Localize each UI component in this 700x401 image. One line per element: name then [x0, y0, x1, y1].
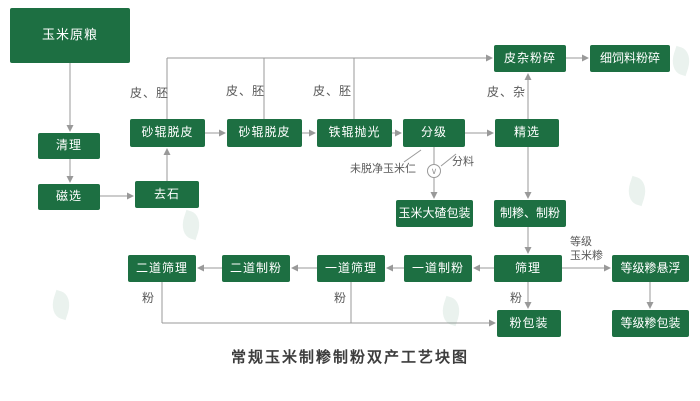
node-sand-roller-peeling-1: 砂辊脱皮: [130, 119, 205, 147]
watermark-icon: [668, 45, 694, 77]
edge-label-unhulled-kernels: 未脱净玉米仁: [350, 163, 416, 175]
watermark-icon: [624, 175, 650, 207]
node-raw-corn: 玉米原粮: [10, 8, 130, 63]
edge-label-bran-germ-3: 皮、胚: [313, 84, 353, 98]
node-first-pass-milling: 一道制粉: [404, 255, 472, 282]
edge-label-bran-germ-2: 皮、胚: [226, 84, 266, 98]
node-flour-packing: 粉包装: [497, 310, 561, 337]
node-sand-roller-peeling-2: 砂辊脱皮: [227, 119, 302, 147]
node-second-pass-milling: 二道制粉: [222, 255, 290, 282]
edge-label-bran-impurity: 皮、杂: [487, 85, 527, 99]
edge-label-grade-line1: 等级: [570, 236, 592, 248]
node-grading: 分级: [403, 119, 465, 147]
node-grade-grits-packing: 等级糁包装: [612, 310, 689, 337]
node-first-pass-sieving: 一道筛理: [317, 255, 385, 282]
diagram-title: 常规玉米制糁制粉双产工艺块图: [230, 349, 469, 366]
watermark-icon: [48, 289, 74, 321]
watermark-icon: [178, 209, 204, 241]
edge-label-flour-3: 粉: [510, 291, 524, 305]
node-fine-feed-crushing: 细饲料粉碎: [590, 45, 670, 72]
node-grade-grits-suspension: 等级糁悬浮: [612, 255, 689, 282]
node-corn-grits-packing: 玉米大碴包装: [396, 200, 473, 227]
node-cleaning: 清理: [38, 133, 100, 159]
node-iron-roller-polishing: 铁辊抛光: [317, 119, 392, 147]
watermark-icon: [438, 295, 464, 327]
node-second-pass-sieving: 二道筛理: [128, 255, 196, 282]
edge-label-grade-line2: 玉米糁: [570, 249, 603, 262]
node-magnetic-selection: 磁选: [38, 184, 100, 210]
edge-label-grade-corn-grits: 等级 玉米糁: [570, 236, 603, 264]
edge-label-material-split: 分料: [452, 156, 474, 168]
edge-label-flour-2: 粉: [334, 291, 348, 305]
node-grits-and-flour-making: 制糁、制粉: [494, 200, 566, 227]
node-fine-selection: 精选: [495, 119, 559, 147]
node-sieving: 筛理: [494, 255, 562, 282]
edge-label-flour-1: 粉: [142, 291, 156, 305]
node-destoning: 去石: [135, 181, 199, 208]
edge-label-bran-germ-1: 皮、胚: [130, 86, 170, 100]
node-bran-impurity-crushing: 皮杂粉碎: [494, 45, 566, 72]
diverter-symbol: ∨: [427, 164, 441, 178]
